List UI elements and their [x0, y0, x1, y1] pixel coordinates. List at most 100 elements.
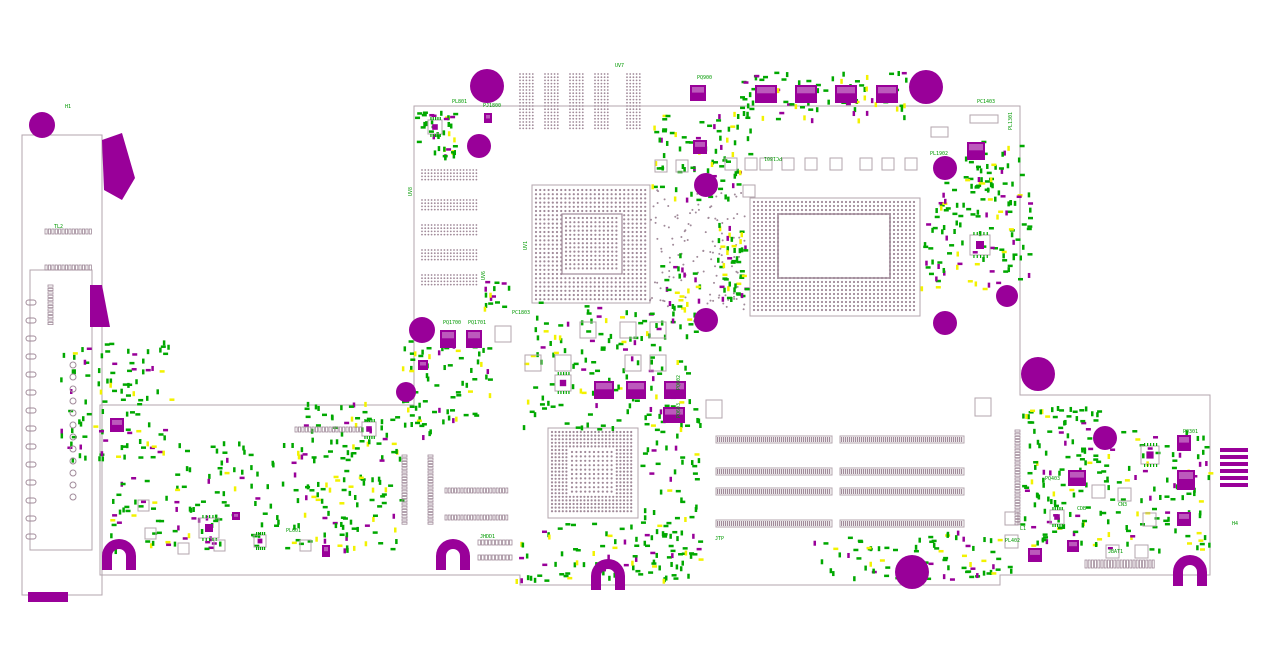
smt-pad — [172, 529, 178, 533]
smt-pad — [135, 379, 138, 385]
smt-pad — [740, 247, 744, 253]
smt-pad — [342, 444, 348, 448]
bga-ball — [469, 280, 471, 283]
slot-pin — [849, 469, 851, 474]
bga-ball — [623, 264, 626, 267]
bga-ball — [606, 95, 609, 98]
bga-ball — [539, 218, 542, 221]
slot-pin — [945, 469, 947, 474]
bga-ball — [884, 304, 888, 308]
slot-pin — [799, 489, 801, 494]
smt-pad — [1087, 437, 1093, 440]
bga-ball — [892, 248, 896, 252]
smt-pad — [664, 575, 668, 581]
bga-ball — [421, 274, 423, 276]
smt-pad — [1204, 445, 1210, 449]
smt-pad — [539, 403, 545, 406]
bga-ball — [547, 222, 550, 225]
smt-pad — [980, 182, 986, 185]
bga-ball — [598, 242, 601, 245]
bga-ball — [586, 438, 590, 441]
bga-ball — [581, 242, 584, 245]
bga-ball — [570, 468, 574, 471]
bga-ball — [884, 300, 888, 304]
slot-pin — [759, 469, 761, 474]
bga-ball — [764, 212, 768, 216]
bga-ball — [760, 200, 764, 204]
qfn-pin — [439, 117, 441, 120]
bga-ball — [572, 79, 575, 82]
slot-pin — [947, 469, 949, 474]
bga-ball — [638, 127, 641, 130]
smt-pad — [1079, 409, 1085, 412]
pq403-ic — [1068, 470, 1086, 486]
bga-ball — [622, 470, 626, 473]
smt-pad — [661, 165, 664, 171]
bga-ball — [525, 117, 528, 120]
bga-ball — [585, 201, 588, 204]
bga-ball — [756, 280, 760, 284]
smt-pad — [417, 112, 423, 115]
bga-ball — [421, 169, 423, 171]
dimm-b-2 — [839, 487, 965, 496]
slot-pin — [853, 521, 855, 526]
bga-ball — [539, 222, 542, 225]
smt-pad — [654, 130, 660, 134]
smt-pad — [222, 441, 226, 447]
bga-ball — [456, 178, 459, 181]
smt-pad — [663, 334, 667, 340]
slot-pin — [737, 489, 739, 494]
bga-ball — [421, 277, 423, 280]
via — [719, 247, 722, 250]
smt-pad — [604, 318, 608, 324]
slot-pin — [891, 469, 893, 474]
smt-pad — [1171, 452, 1175, 458]
smt-pad — [1172, 459, 1178, 462]
smt-pad — [648, 571, 654, 574]
smt-pad — [946, 532, 949, 538]
bga-ball — [597, 127, 600, 130]
smt-pad — [1126, 541, 1129, 547]
bga-ball — [534, 272, 538, 276]
bga-ball — [808, 280, 812, 284]
slot-pin — [819, 489, 821, 494]
bga-ball — [904, 280, 908, 284]
bga-ball — [792, 284, 796, 288]
smt-pad — [112, 389, 118, 393]
bga-ball — [852, 208, 856, 212]
inductor-left-2 — [299, 539, 312, 552]
smt-pad — [222, 491, 226, 497]
bga-ball — [427, 199, 430, 201]
bga-ball — [623, 218, 626, 221]
bga-ball — [475, 277, 478, 280]
bga-ball — [475, 199, 478, 201]
bga-ball — [800, 208, 804, 212]
bga-ball — [573, 267, 576, 270]
via — [650, 297, 653, 300]
bga-ball — [784, 280, 788, 284]
smt-pad — [996, 557, 1002, 561]
smt-pad — [340, 431, 344, 437]
bga-ball — [788, 300, 792, 304]
bga-ball — [446, 224, 449, 226]
bga-ball — [576, 293, 580, 297]
smt-pad — [323, 455, 329, 458]
bga-ball — [610, 459, 613, 462]
bga-ball — [475, 202, 478, 205]
smt-pad — [831, 76, 835, 82]
ic-body — [322, 545, 330, 557]
smt-pad — [970, 191, 976, 194]
qfn-pin — [565, 372, 567, 375]
bga-ball — [768, 200, 772, 204]
via — [680, 279, 683, 282]
bga-ball — [904, 300, 908, 304]
bga-ball — [622, 481, 626, 484]
slot-pin — [949, 469, 951, 474]
qfn-pin — [1059, 507, 1061, 510]
ic-body — [693, 140, 707, 154]
bga-ball — [581, 108, 584, 111]
smt-pad — [1013, 200, 1017, 206]
smt-pad — [1085, 482, 1088, 488]
smt-pad — [743, 81, 749, 84]
slot-pin — [941, 469, 943, 474]
